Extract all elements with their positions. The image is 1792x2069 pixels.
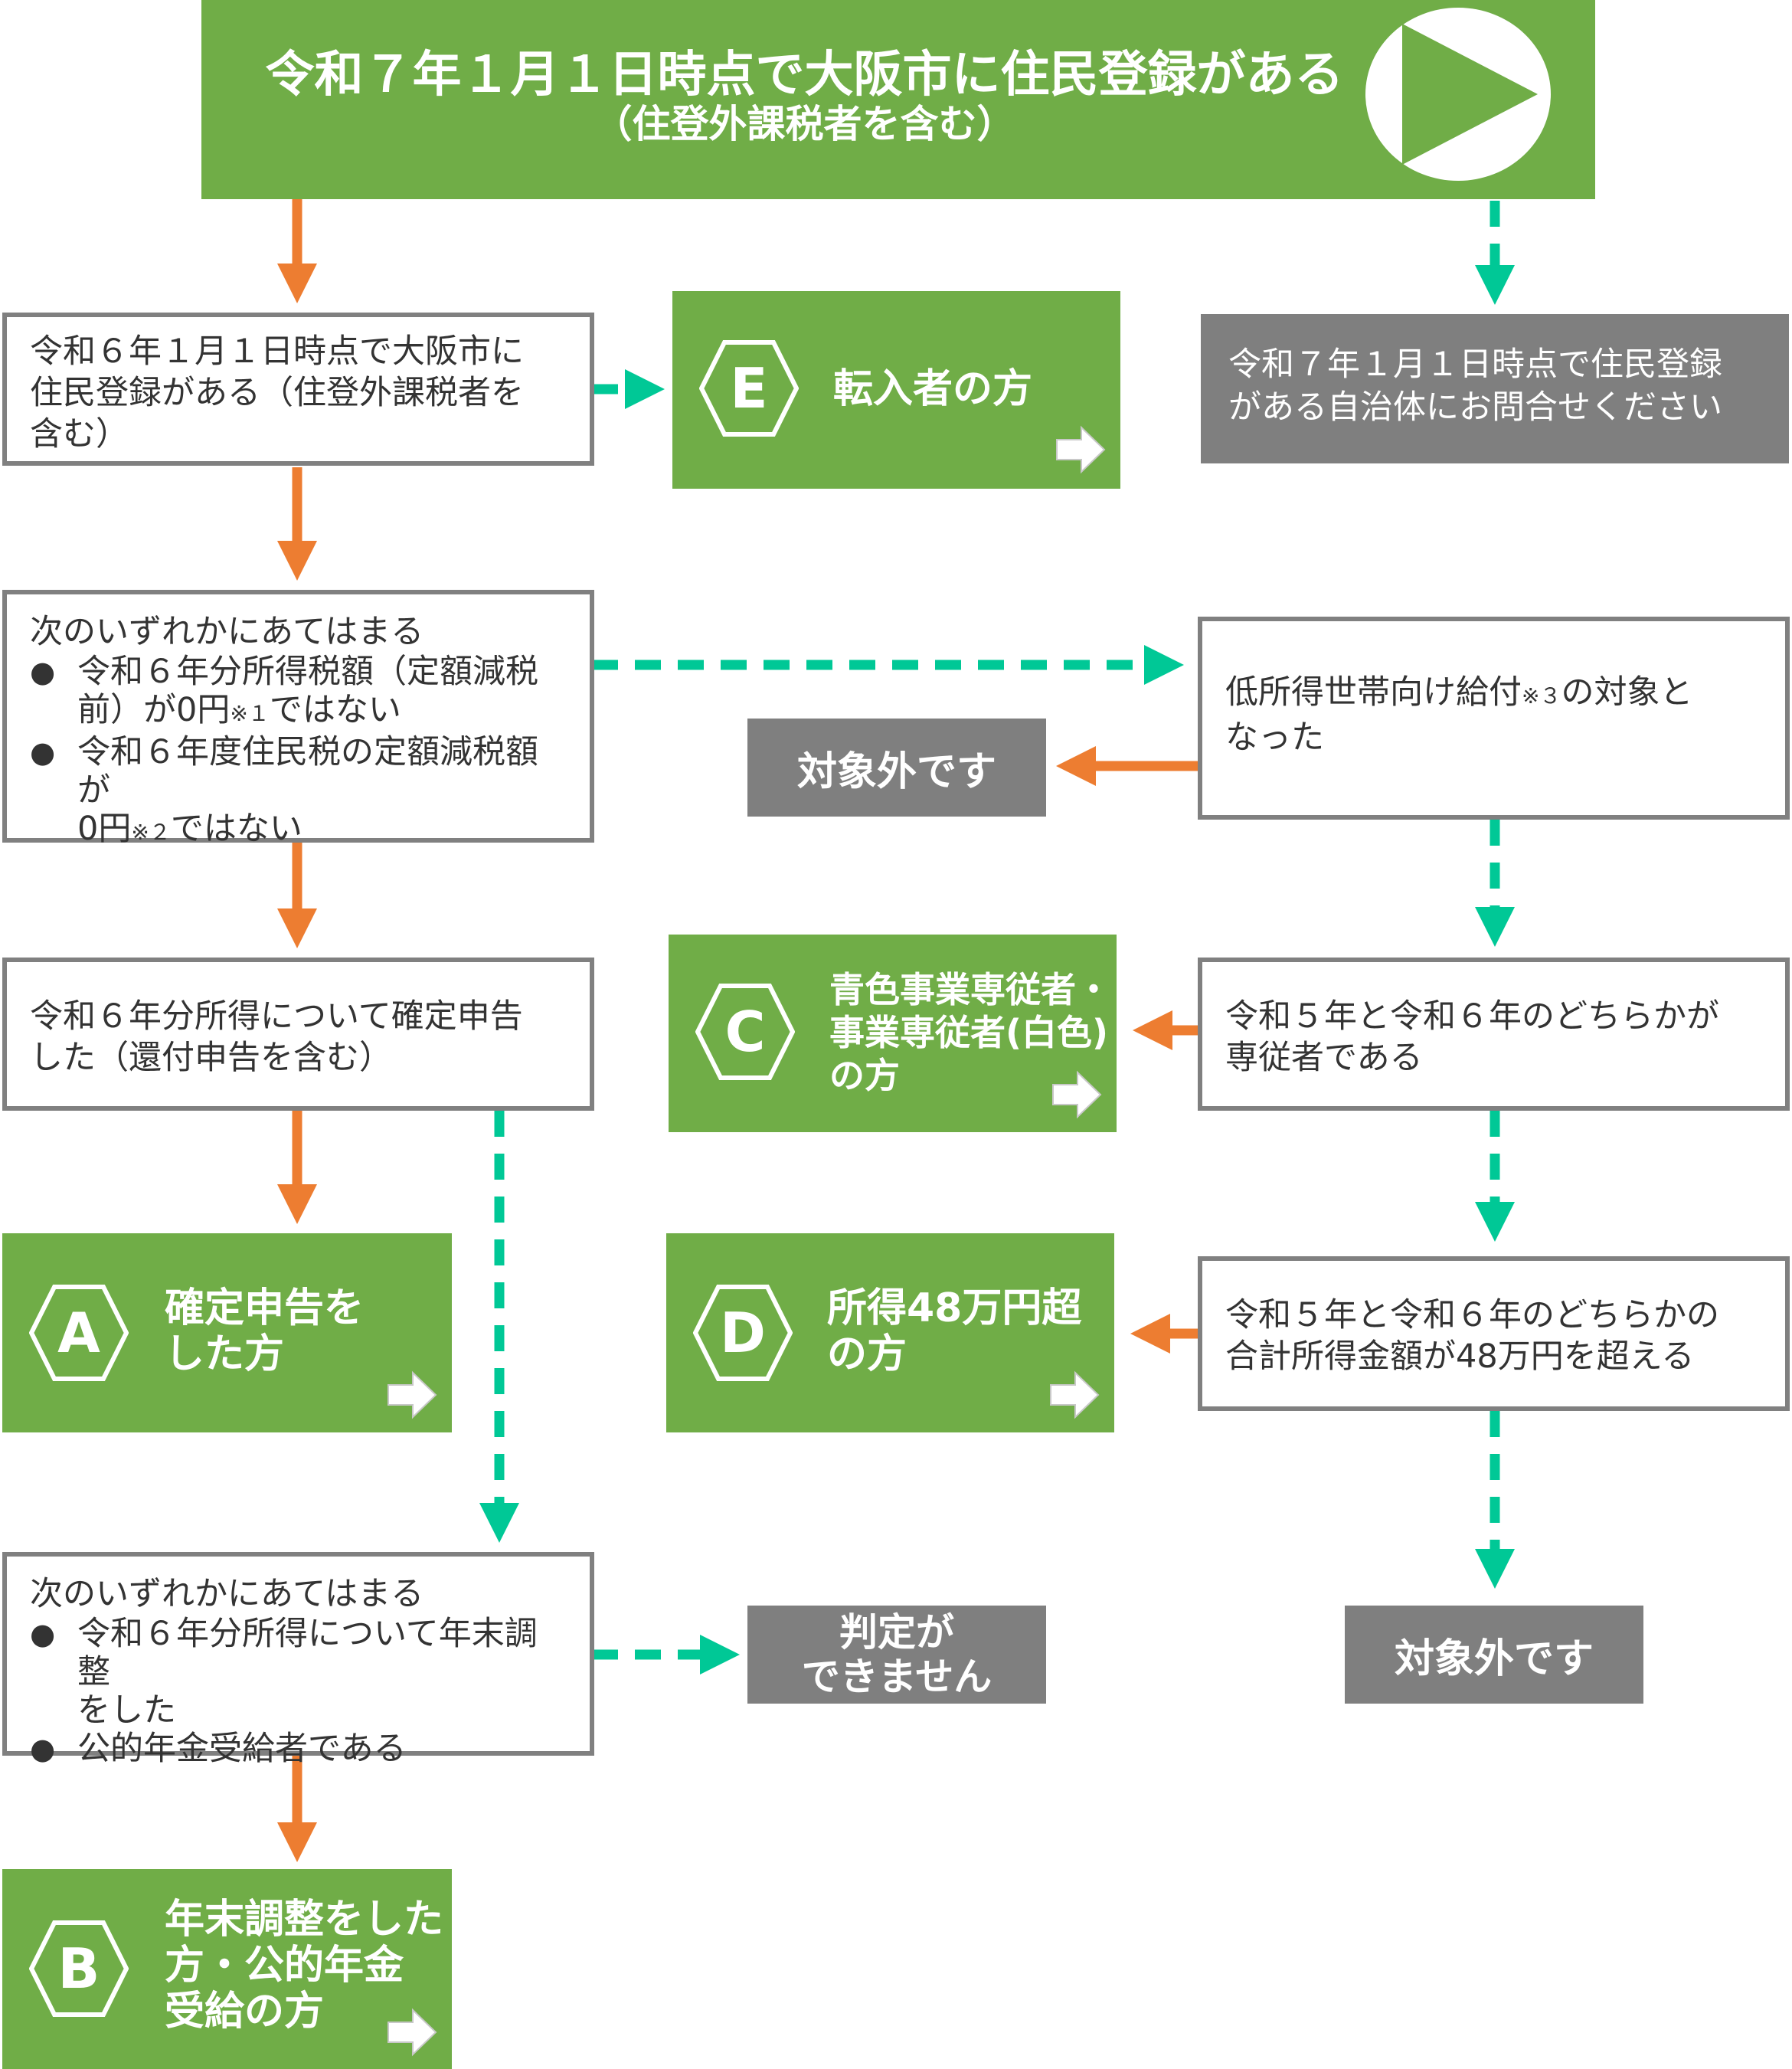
question-tax-amount: 次のいずれかにあてはまる 令和６年分所得税額（定額減税 前）が0円※１ではない … [2,590,594,848]
list-item: 令和６年度住民税の定額減税額が 0円※２ではない [30,733,567,852]
result-a-label: 確定申告を した方 [165,1285,365,1377]
list-item: 公的年金受給者である [30,1730,567,1768]
result-d-box[interactable]: D 所得48万円超 の方 [666,1233,1114,1432]
result-c-box[interactable]: C 青色事業専従者・ 事業専従者(白色) の方 [669,935,1117,1132]
not-eligible-box-1: 対象外です [747,719,1046,817]
next-arrow-icon [1050,1068,1104,1121]
result-b-box[interactable]: B 年末調整をした 方・公的年金 受給の方 [2,1869,452,2069]
question-year-end-adjustment: 次のいずれかにあてはまる 令和６年分所得について年末調整 をした 公的年金受給者… [2,1552,594,1768]
start-banner: 令和７年１月１日時点で大阪市に住民登録がある （住登外課税者を含む） [201,0,1595,199]
result-a-box[interactable]: A 確定申告を した方 [2,1233,452,1432]
not-eligible-box-2: 対象外です [1345,1606,1643,1704]
result-e-label: 転入者の方 [833,366,1033,412]
hexagon-icon: E [698,339,800,438]
result-c-label: 青色事業専従者・ 事業専従者(白色) の方 [829,969,1111,1096]
list-item: 令和６年分所得税額（定額減税 前）が0円※１ではない [30,653,567,733]
result-d-label: 所得48万円超 の方 [827,1285,1082,1377]
play-icon [1364,6,1552,182]
question-tax-return: 令和６年分所得について確定申告 した（還付申告を含む） [2,958,594,1111]
question-low-income-benefit: 低所得世帯向け給付※３の対象と なった [1198,617,1790,820]
list-item: 令和６年分所得について年末調整 をした [30,1615,567,1730]
next-arrow-icon [385,1368,439,1422]
hexagon-icon: A [28,1283,129,1383]
next-arrow-icon [385,2005,439,2059]
result-b-label: 年末調整をした 方・公的年金 受給の方 [165,1897,444,2035]
question-residence-2024: 令和６年１月１日時点で大阪市に 住民登録がある（住登外課税者を 含む） [2,313,594,466]
next-arrow-icon [1054,423,1107,476]
cannot-determine-box: 判定が できません [747,1606,1046,1704]
question-heading: 次のいずれかにあてはまる [30,1575,424,1613]
start-subtitle: （住登外課税者を含む） [594,102,1015,146]
result-e-box[interactable]: E 転入者の方 [672,291,1120,489]
start-title: 令和７年１月１日時点で大阪市に住民登録がある [265,47,1344,103]
hexagon-icon: C [695,982,796,1082]
question-income-over-48: 令和５年と令和６年のどちらかの 合計所得金額が48万円を超える [1198,1256,1790,1411]
question-family-employee: 令和５年と令和６年のどちらかが 専従者である [1198,958,1790,1111]
hexagon-icon: B [28,1919,129,2018]
next-arrow-icon [1048,1368,1101,1422]
contact-municipality-box: 令和７年１月１日時点で住民登録 がある自治体にお問合せください [1201,314,1789,463]
hexagon-icon: D [692,1283,793,1383]
question-heading: 次のいずれかにあてはまる [30,613,424,651]
